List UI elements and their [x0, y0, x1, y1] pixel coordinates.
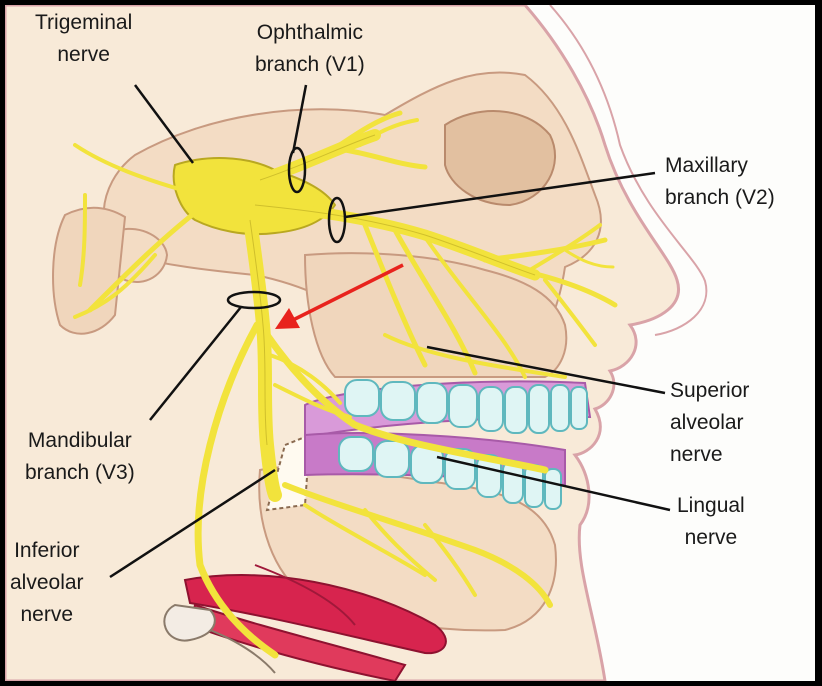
label-mandibular-branch: Mandibular branch (V3) — [25, 429, 135, 484]
nerve-outlines — [249, 134, 536, 446]
trigeminal-ganglion — [172, 157, 336, 236]
lower-teeth — [338, 436, 562, 510]
maxilla-bone — [303, 252, 568, 378]
label-ophthalmic-branch: Ophthalmic branch (V1) — [255, 21, 365, 76]
pointer-arrow — [275, 263, 404, 329]
occipital-bone — [52, 206, 127, 335]
ring-v3 — [226, 290, 282, 310]
label-superior-alveolar-nerve: Superior alveolar nerve — [670, 379, 750, 466]
orbit-cavity — [444, 110, 556, 207]
trigeminal-nerve-illustration — [5, 5, 708, 681]
ring-v2 — [327, 196, 347, 244]
leader-maxillary — [344, 171, 656, 219]
label-inferior-alveolar-nerve: Inferior alveolar nerve — [10, 539, 84, 626]
leader-lines — [109, 84, 671, 579]
leader-mandibular — [149, 306, 242, 421]
leader-superior-alveolar — [426, 345, 666, 395]
upper-teeth — [344, 379, 588, 434]
label-lingual-nerve: Lingual nerve — [677, 494, 745, 549]
ring-v1 — [287, 146, 307, 194]
label-trigeminal-nerve: Trigeminal nerve — [35, 11, 133, 66]
neck-muscles — [163, 564, 447, 681]
leader-trigeminal — [133, 84, 195, 164]
leader-lingual — [436, 455, 671, 512]
leader-ophthalmic — [291, 84, 308, 154]
face-outline-outer — [549, 5, 708, 336]
label-maxillary-branch: Maxillary branch (V2) — [665, 154, 775, 209]
leader-inferior-alveolar — [109, 468, 276, 579]
diagram-frame: Trigeminal nerve Ophthalmic branch (V1) … — [5, 5, 815, 681]
